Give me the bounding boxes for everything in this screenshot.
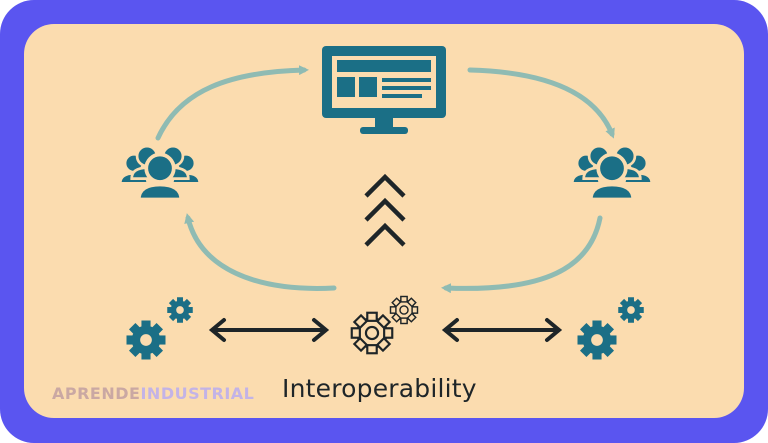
user-group-icon <box>571 144 653 202</box>
gears-icon <box>577 297 644 360</box>
diagram-caption: Interoperability <box>282 374 477 403</box>
cycle-arrow-bottom-right <box>441 215 603 294</box>
cycle-arrow-top-right <box>467 67 615 139</box>
user-group-icon <box>119 144 201 202</box>
gears-icon <box>350 295 419 355</box>
cycle-arrow-top-left <box>155 65 309 141</box>
chevrons-up-icon <box>364 173 406 247</box>
double-arrow-icon <box>208 318 330 342</box>
watermark: APRENDEINDUSTRIAL <box>52 384 254 403</box>
watermark-part-2: INDUSTRIAL <box>140 384 255 403</box>
monitor-icon <box>322 46 446 134</box>
cycle-arrow-bottom-left <box>184 213 337 291</box>
gears-icon <box>126 297 193 360</box>
double-arrow-icon <box>441 318 563 342</box>
watermark-part-1: APRENDE <box>52 384 141 403</box>
